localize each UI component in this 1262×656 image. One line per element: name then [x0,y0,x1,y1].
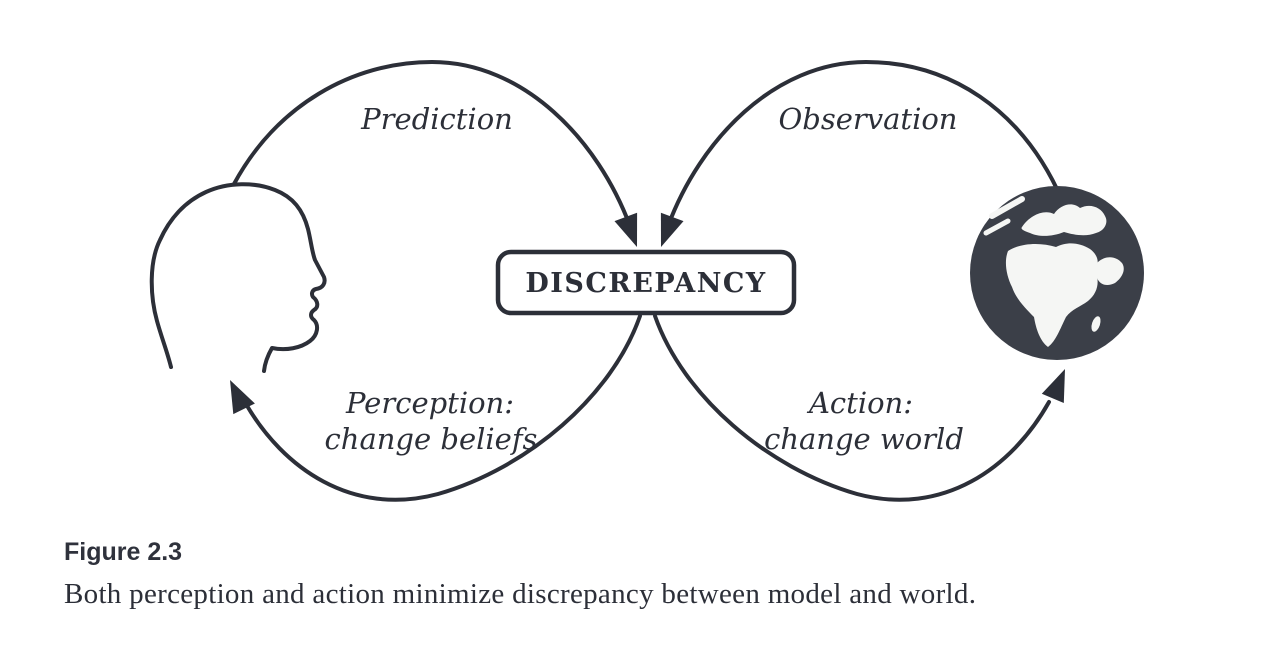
action-arc [653,314,1051,502]
prediction-arc [232,59,632,228]
figure-caption: Figure 2.3 Both perception and action mi… [64,538,1224,611]
perception-label-line2: change beliefs [325,422,538,456]
action-label-line2: change world [764,422,964,456]
prediction-label: Prediction [360,102,513,136]
caption-text: Both perception and action minimize disc… [64,578,977,610]
figure-number: Figure 2.3 [64,538,183,566]
arrowhead-to-globe-icon [1041,369,1065,403]
figure-2-3-diagram: DISCREPANCY Prediction Observation Perce… [149,59,1144,502]
arrowhead-to-head-icon [230,380,255,415]
earth-globe-icon [970,186,1144,360]
action-label-line1: Action: [806,386,913,420]
perception-label-line1: Perception: [345,386,514,420]
observation-arc [666,59,1064,228]
arrowhead-into-discrepancy-left-icon [614,212,638,247]
discrepancy-box [495,249,797,316]
discrepancy-label: DISCREPANCY [525,268,766,299]
human-head-profile-icon [149,182,327,373]
arrowhead-into-discrepancy-right-icon [660,212,684,247]
perception-arc [244,314,642,502]
observation-label: Observation [779,102,958,136]
